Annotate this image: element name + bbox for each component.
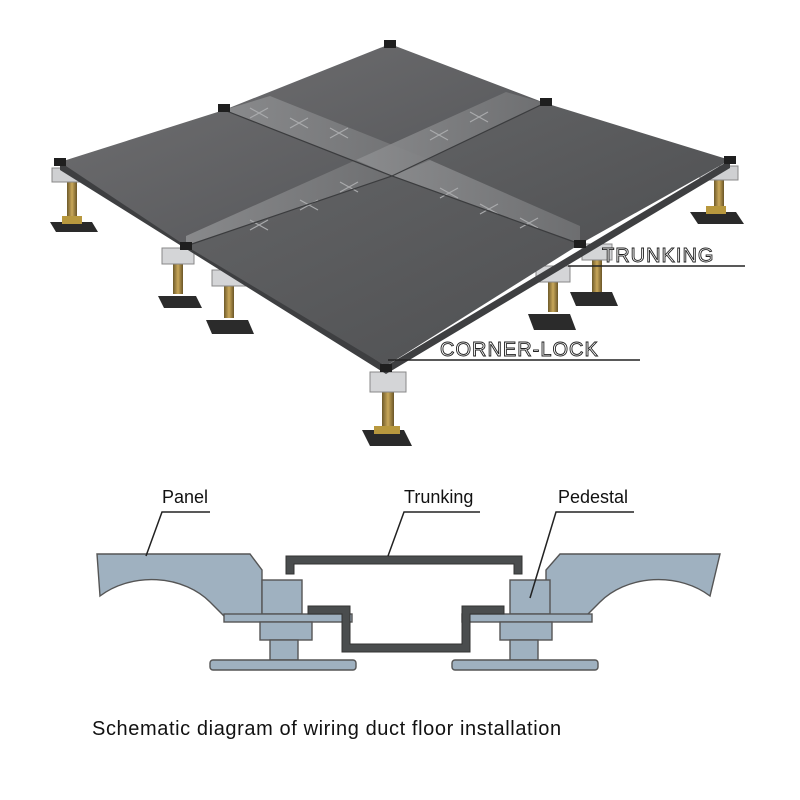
corner-lock-callout: CORNER-LOCK bbox=[440, 339, 599, 361]
panel-label: Panel bbox=[162, 487, 208, 507]
corner-locks bbox=[54, 40, 736, 372]
panel-left-section bbox=[96, 553, 263, 619]
trunking-label: Trunking bbox=[404, 487, 473, 507]
trunking-leader bbox=[387, 511, 480, 557]
panel-leader bbox=[145, 511, 210, 557]
trunking-strip-3 bbox=[356, 92, 545, 176]
figure-caption: Schematic diagram of wiring duct floor i… bbox=[92, 718, 562, 740]
pedestal-right-section bbox=[451, 579, 599, 671]
pedestal-front-left-1 bbox=[158, 247, 202, 308]
trunking-strip-4 bbox=[186, 160, 392, 246]
panel-back bbox=[224, 44, 545, 176]
trunking-callout: TRUNKING bbox=[602, 245, 714, 267]
trunking-strip-2 bbox=[392, 160, 580, 244]
pedestal-left-section bbox=[209, 579, 357, 671]
panel-right bbox=[392, 103, 730, 244]
panel-seams bbox=[185, 102, 581, 247]
panel-front bbox=[186, 176, 580, 366]
trunking-cross-pattern bbox=[249, 107, 539, 231]
cross-section-schematic: Panel Trunking Pedestal bbox=[96, 487, 721, 671]
pedestal-label: Pedestal bbox=[558, 487, 628, 507]
trunking-cover bbox=[285, 555, 523, 575]
trunking-duct bbox=[307, 605, 505, 653]
raised-floor-photo: TRUNKING CORNER-LOCK bbox=[50, 40, 745, 446]
pedestal-front-center bbox=[362, 371, 412, 446]
pedestal-leader bbox=[529, 511, 634, 599]
pedestal-front-right-1 bbox=[528, 265, 576, 330]
panel-right-section bbox=[545, 553, 721, 619]
